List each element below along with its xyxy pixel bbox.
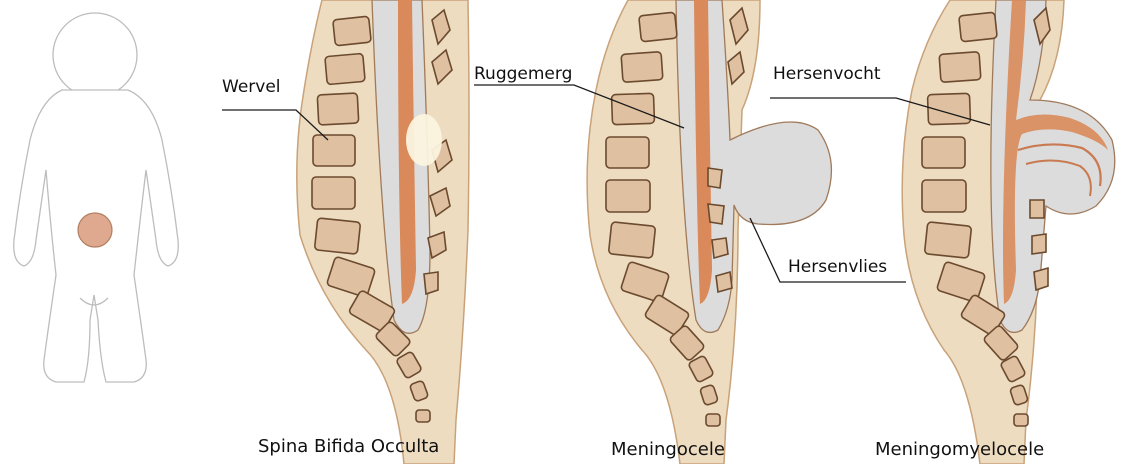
caption-meningocele: Meningocele xyxy=(611,439,725,460)
label-ruggemerg: Ruggemerg xyxy=(474,64,572,84)
baby-back-illustration xyxy=(14,13,179,382)
lesion-spot xyxy=(78,213,112,247)
label-hersenvlies: Hersenvlies xyxy=(788,257,887,277)
caption-meningomyelocele: Meningomyelocele xyxy=(875,439,1044,460)
caption-spina-bifida-occulta: Spina Bifida Occulta xyxy=(258,436,439,457)
label-hersenvocht: Hersenvocht xyxy=(773,64,881,84)
label-wervel: Wervel xyxy=(222,77,281,97)
panel-meningomyelocele xyxy=(902,0,1115,464)
panel-occulta xyxy=(297,0,469,464)
